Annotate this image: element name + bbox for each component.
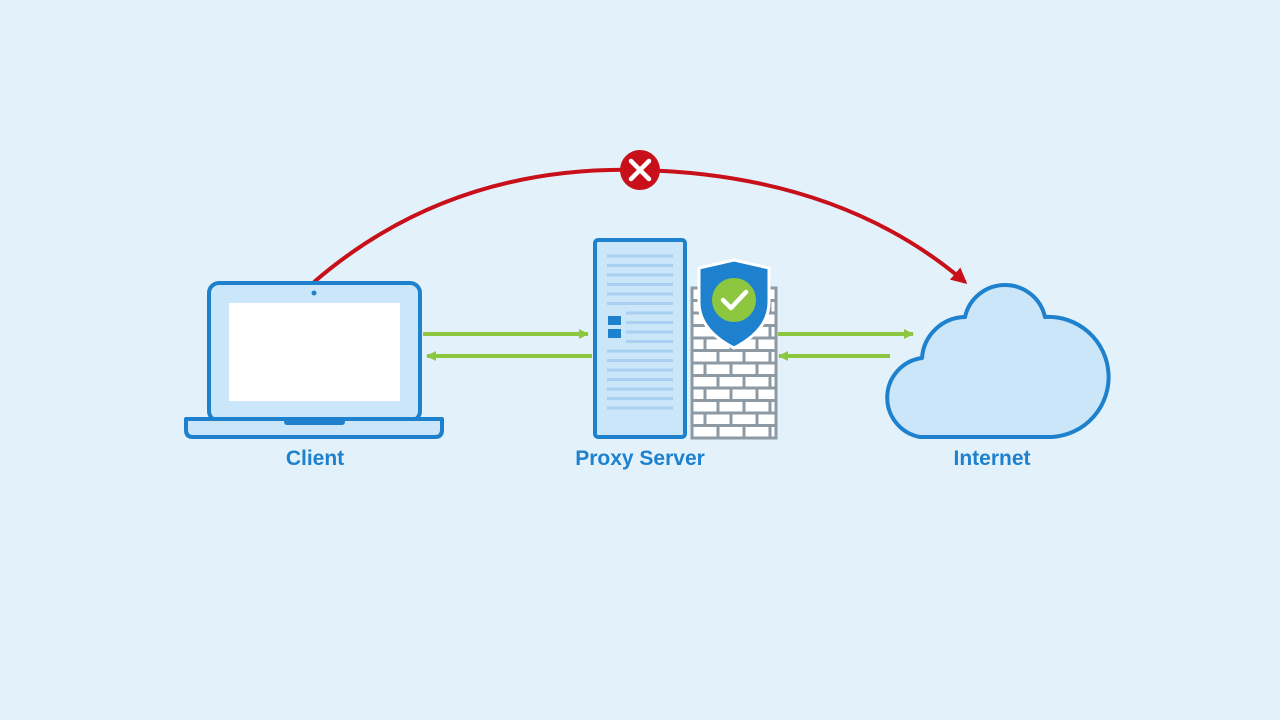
cloud-icon (885, 283, 1111, 439)
server-indicator (608, 329, 621, 338)
server-vent-lines (607, 254, 673, 410)
client-proxy-arrows (423, 329, 592, 361)
shield-check-icon (697, 258, 771, 350)
client-label: Client (285, 447, 345, 470)
proxy-server-label: Proxy Server (575, 447, 705, 470)
blocked-x-icon (620, 150, 660, 190)
proxy-internet-arrows (778, 329, 914, 361)
server-indicator (608, 316, 621, 325)
laptop-icon (184, 281, 444, 439)
server-icon (593, 238, 687, 439)
blocked-direct-connection (312, 150, 968, 284)
internet-label: Internet (953, 447, 1031, 470)
